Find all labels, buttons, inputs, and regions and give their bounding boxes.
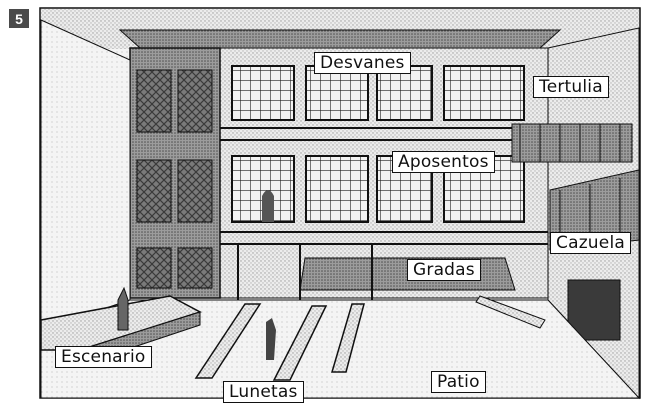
label-desvanes: Desvanes (314, 52, 411, 74)
label-escenario: Escenario (55, 346, 152, 368)
label-cazuela: Cazuela (550, 232, 631, 254)
label-lunetas: Lunetas (223, 381, 304, 403)
left-lattice-tower (129, 47, 221, 299)
label-aposentos: Aposentos (392, 151, 495, 173)
aposentos-windows (231, 155, 525, 223)
figure-number-badge: 5 (9, 9, 29, 28)
label-gradas: Gradas (407, 259, 481, 281)
label-patio: Patio (431, 371, 486, 393)
roof-eave (118, 29, 562, 49)
left-side-wall (40, 19, 131, 331)
lunetas-benches (194, 295, 546, 381)
label-tertulia: Tertulia (533, 76, 609, 98)
right-galleries (511, 27, 640, 400)
desvanes-windows (231, 65, 525, 121)
